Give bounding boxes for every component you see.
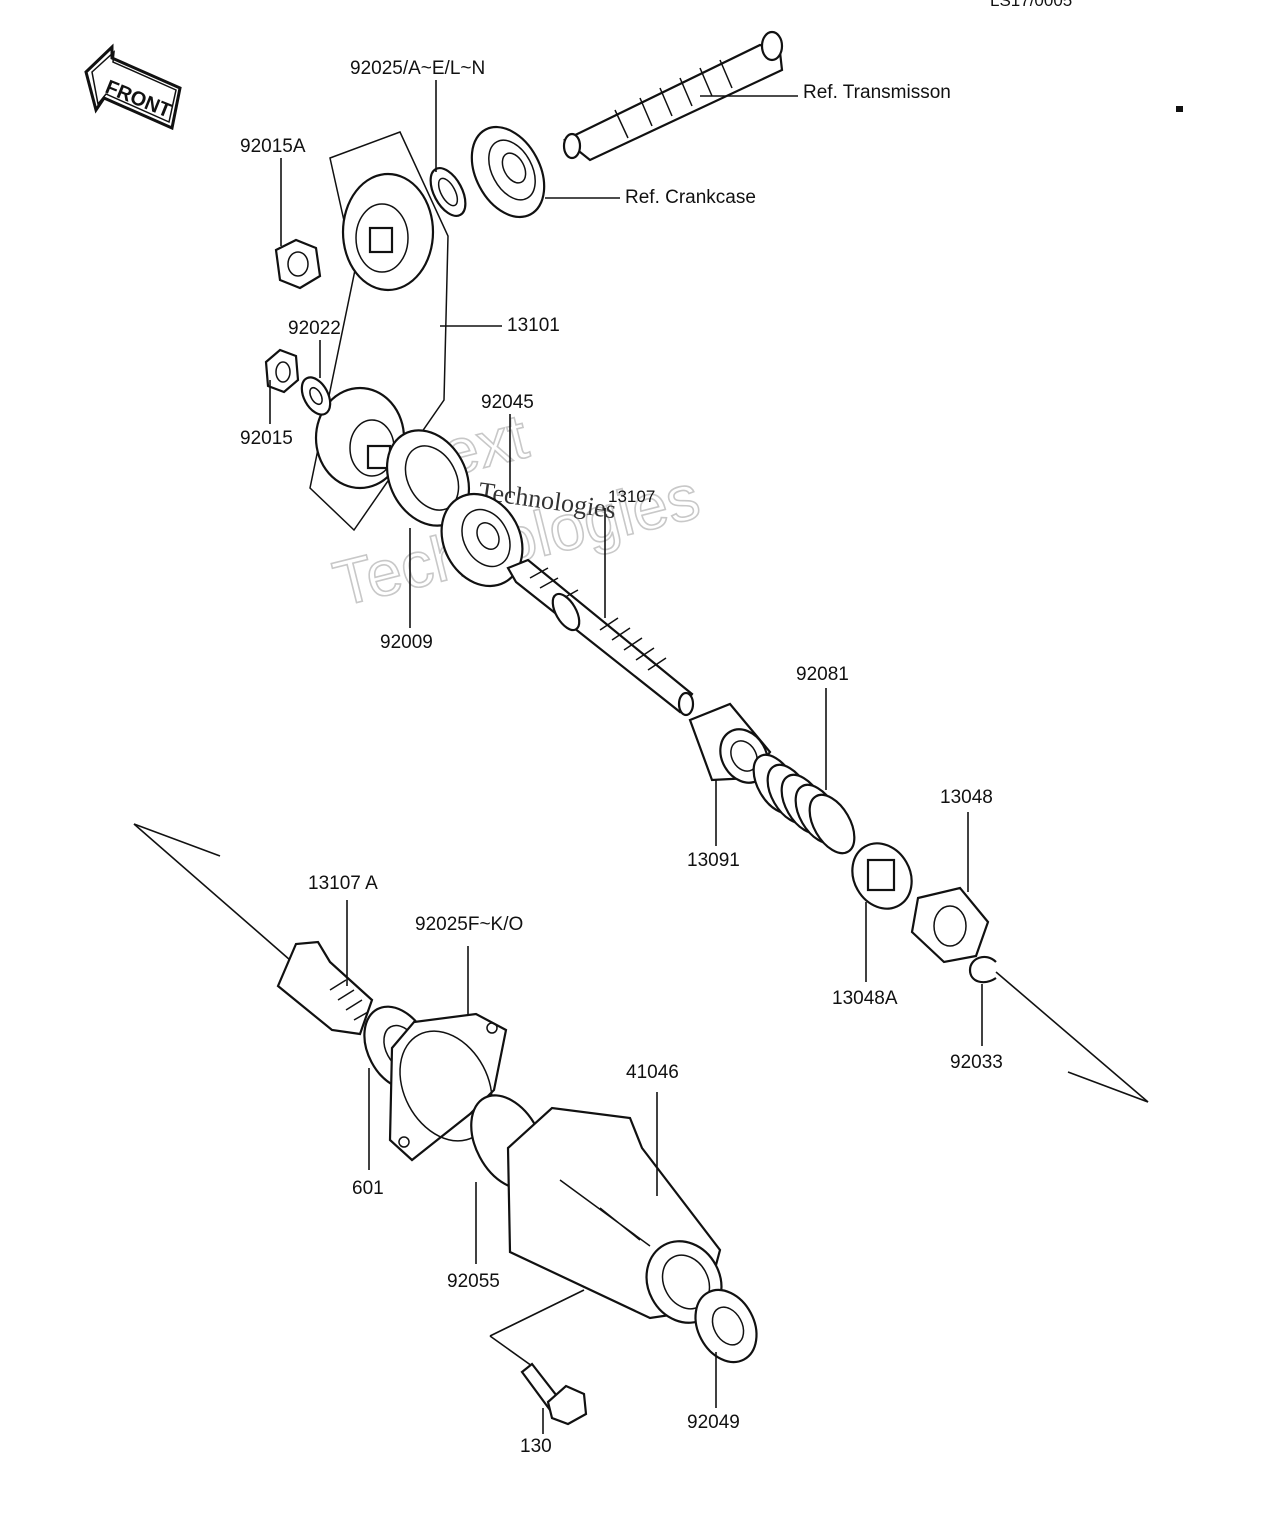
label-92049: 92049 [687, 1412, 740, 1433]
nut-92015a [274, 238, 322, 290]
label-92025f: 92025F~K/O [415, 914, 523, 935]
label-601: 601 [352, 1178, 384, 1199]
label-13107a: 13107 A [308, 873, 378, 894]
dot-mark [1176, 106, 1183, 112]
label-92025ae: 92025/A~E/L~N [350, 58, 485, 79]
drive-shaft-13107 [506, 558, 695, 717]
bolt-130 [520, 1362, 588, 1426]
label-92033: 92033 [950, 1052, 1003, 1073]
label-13048a: 13048A [832, 988, 898, 1009]
crankcase-bearing [470, 125, 546, 219]
label-92009: 92009 [380, 632, 433, 653]
label-41046: 41046 [626, 1062, 679, 1083]
label-13048: 13048 [940, 787, 993, 808]
transmission-shaft [562, 30, 784, 162]
oil-seal-92009 [385, 429, 471, 527]
bearing-92045 [440, 492, 524, 588]
label-13091: 13091 [687, 850, 740, 871]
label-13107: 13107 [608, 487, 655, 506]
spring-92081 [752, 753, 856, 855]
cam-13048 [910, 886, 990, 964]
label-130: 130 [520, 1436, 552, 1457]
washer-92022 [300, 376, 332, 416]
nut-92015 [264, 348, 300, 394]
label-92045: 92045 [481, 392, 534, 413]
front-arrow-icon: FRONT [84, 43, 182, 131]
circlip-92033 [968, 955, 997, 984]
ref-transmission-label: Ref. Transmisson [803, 82, 951, 103]
pinion-13107a [276, 940, 374, 1036]
label-92015a: 92015A [240, 136, 306, 157]
label-92055: 92055 [447, 1271, 500, 1292]
top-right-code: LS17/0005 [990, 0, 1072, 10]
label-92015: 92015 [240, 428, 293, 449]
label-92022: 92022 [288, 318, 341, 339]
oil-seal-92049 [694, 1288, 758, 1364]
label-13101: 13101 [507, 315, 560, 336]
ref-crankcase-label: Ref. Crankcase [625, 187, 756, 208]
cam-13048a [851, 842, 913, 910]
bevel-gear-upper [341, 172, 435, 292]
label-92081: 92081 [796, 664, 849, 685]
